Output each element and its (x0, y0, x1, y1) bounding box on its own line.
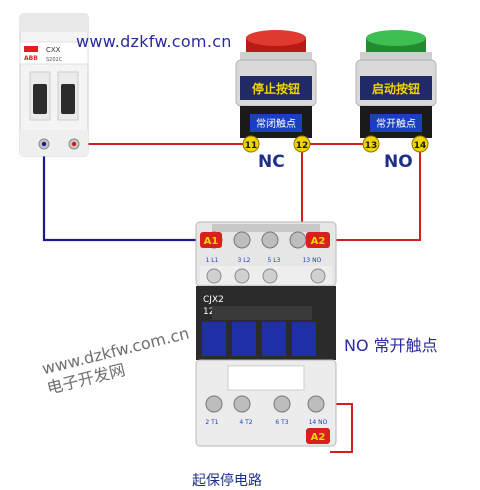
coil-a2-label-top: A2 (311, 236, 326, 247)
terminal-11-label: 11 (245, 141, 258, 151)
coil-a2-label-bottom: A2 (311, 432, 326, 443)
terminal-13-label: 13 (365, 141, 378, 151)
terminal-label-5-l3: 5 L3 (268, 257, 281, 264)
start-contact-label: 常开触点 (376, 117, 416, 130)
site-url: www.dzkfw.com.cn (76, 32, 232, 51)
red-wire-start-to-a2 (328, 144, 421, 241)
abb-logo (24, 46, 38, 52)
breaker-spec: S202C (46, 57, 63, 63)
coil-a2-tag-top (306, 232, 330, 248)
terminal-label-2-t1: 2 T1 (205, 419, 218, 426)
circuit-breaker: ABB CXX S202C (19, 13, 89, 157)
screw-13no (289, 231, 307, 249)
terminal-label-3-l2: 3 L2 (238, 257, 251, 264)
wires (42, 143, 421, 453)
breaker-model: CXX (46, 46, 61, 54)
terminal-14-label: 14 (414, 141, 427, 151)
screw-t3 (273, 395, 291, 413)
terminal-12-label: 12 (296, 141, 309, 151)
screw-l3 (261, 231, 279, 249)
start-button-title: 启动按钮 (372, 81, 420, 96)
coil-a2-tag-bottom (306, 428, 330, 444)
terminal-label-14-no: 14 NO (309, 419, 328, 426)
breaker-lever-left[interactable] (33, 84, 47, 114)
terminal-14 (411, 135, 429, 153)
screw-14no (307, 395, 325, 413)
screw-t2 (233, 395, 251, 413)
contactor: 1 L1 3 L2 5 L3 13 NO A1 A2 CJX2 1210 (195, 221, 337, 447)
red-wire-self-hold (322, 403, 353, 453)
terminal-13 (362, 135, 380, 153)
breaker-brand: ABB (24, 55, 38, 62)
nc-label: NC (258, 152, 285, 172)
stop-button-title: 停止按钮 (252, 81, 300, 96)
coil-a1-tag (200, 232, 222, 248)
blue-wire (42, 144, 200, 242)
caption: 起保停电路 (192, 473, 262, 489)
screw-l2 (233, 231, 251, 249)
breaker-lever-right[interactable] (61, 84, 75, 114)
screw-t1 (205, 395, 223, 413)
stop-button: 停止按钮 常闭触点 11 12 (235, 30, 317, 153)
terminal-label-13-no: 13 NO (303, 257, 322, 264)
no-contact-label: NO 常开触点 (344, 336, 438, 355)
terminal-12 (293, 135, 311, 153)
terminal-label-4-t2: 4 T2 (239, 419, 252, 426)
stop-contact-label: 常闭触点 (256, 117, 296, 130)
terminal-label-1-l1: 1 L1 (206, 257, 219, 264)
coil-a1-label: A1 (204, 236, 219, 247)
no-label: NO (384, 152, 413, 172)
terminal-label-6-t3: 6 T3 (275, 419, 288, 426)
contactor-model: CJX2 (203, 295, 224, 305)
terminal-11 (242, 135, 260, 153)
start-button: 启动按钮 常开触点 13 14 (355, 30, 437, 153)
